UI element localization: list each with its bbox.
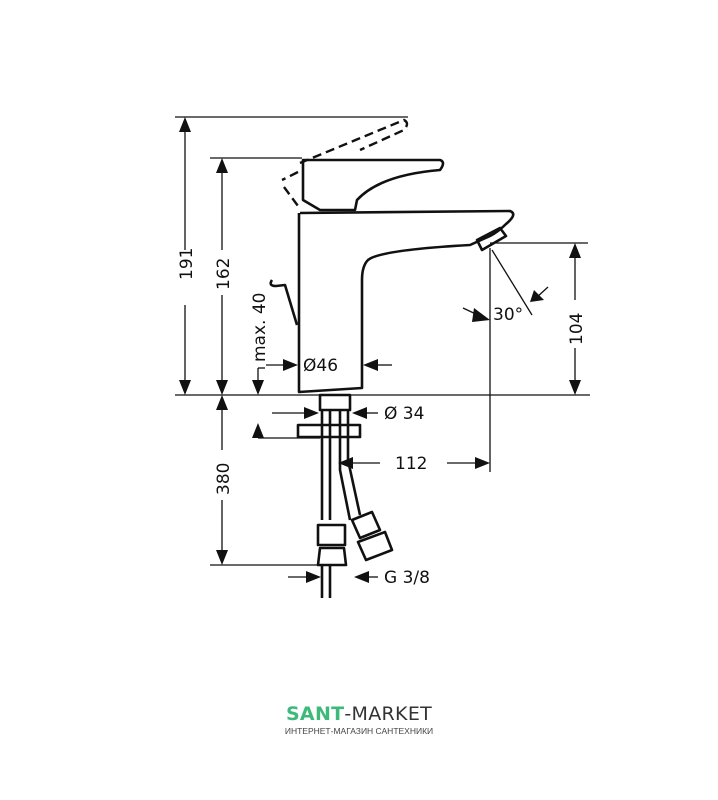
svg-text:104: 104 bbox=[567, 313, 587, 345]
svg-text:G 3/8: G 3/8 bbox=[384, 568, 430, 588]
svg-text:191: 191 bbox=[177, 248, 197, 280]
logo-brand-part2: -MARKET bbox=[344, 703, 433, 725]
dimension-380: 380 bbox=[214, 395, 320, 565]
logo-brand-part1: SANT bbox=[285, 703, 345, 725]
dimension-max-40: max. 40 bbox=[250, 293, 270, 395]
svg-text:Ø 34: Ø 34 bbox=[384, 404, 424, 424]
dimension-104: 104 bbox=[567, 243, 587, 395]
faucet-outline bbox=[269, 118, 515, 598]
svg-text:162: 162 bbox=[214, 258, 234, 290]
svg-text:30°: 30° bbox=[493, 305, 523, 325]
svg-text:max. 40: max. 40 bbox=[250, 293, 270, 362]
dimension-191: 191 bbox=[177, 117, 197, 395]
dimension-30-degrees: 30° bbox=[462, 249, 549, 325]
dimension-g-3-8: G 3/8 bbox=[288, 568, 430, 588]
svg-text:Ø46: Ø46 bbox=[303, 356, 338, 376]
logo-tagline: ИНТЕРНЕТ-МАГАЗИН САНТЕХНИКИ bbox=[284, 726, 434, 736]
svg-text:112: 112 bbox=[395, 454, 427, 474]
dimension-162: 162 bbox=[214, 158, 234, 395]
dimension-112: 112 bbox=[338, 454, 490, 474]
dimension-diameter-46: Ø46 bbox=[266, 356, 392, 376]
svg-text:380: 380 bbox=[214, 463, 234, 495]
sant-market-logo: SANT-MARKET bbox=[0, 703, 718, 725]
dimension-diameter-34: Ø 34 bbox=[272, 404, 424, 424]
